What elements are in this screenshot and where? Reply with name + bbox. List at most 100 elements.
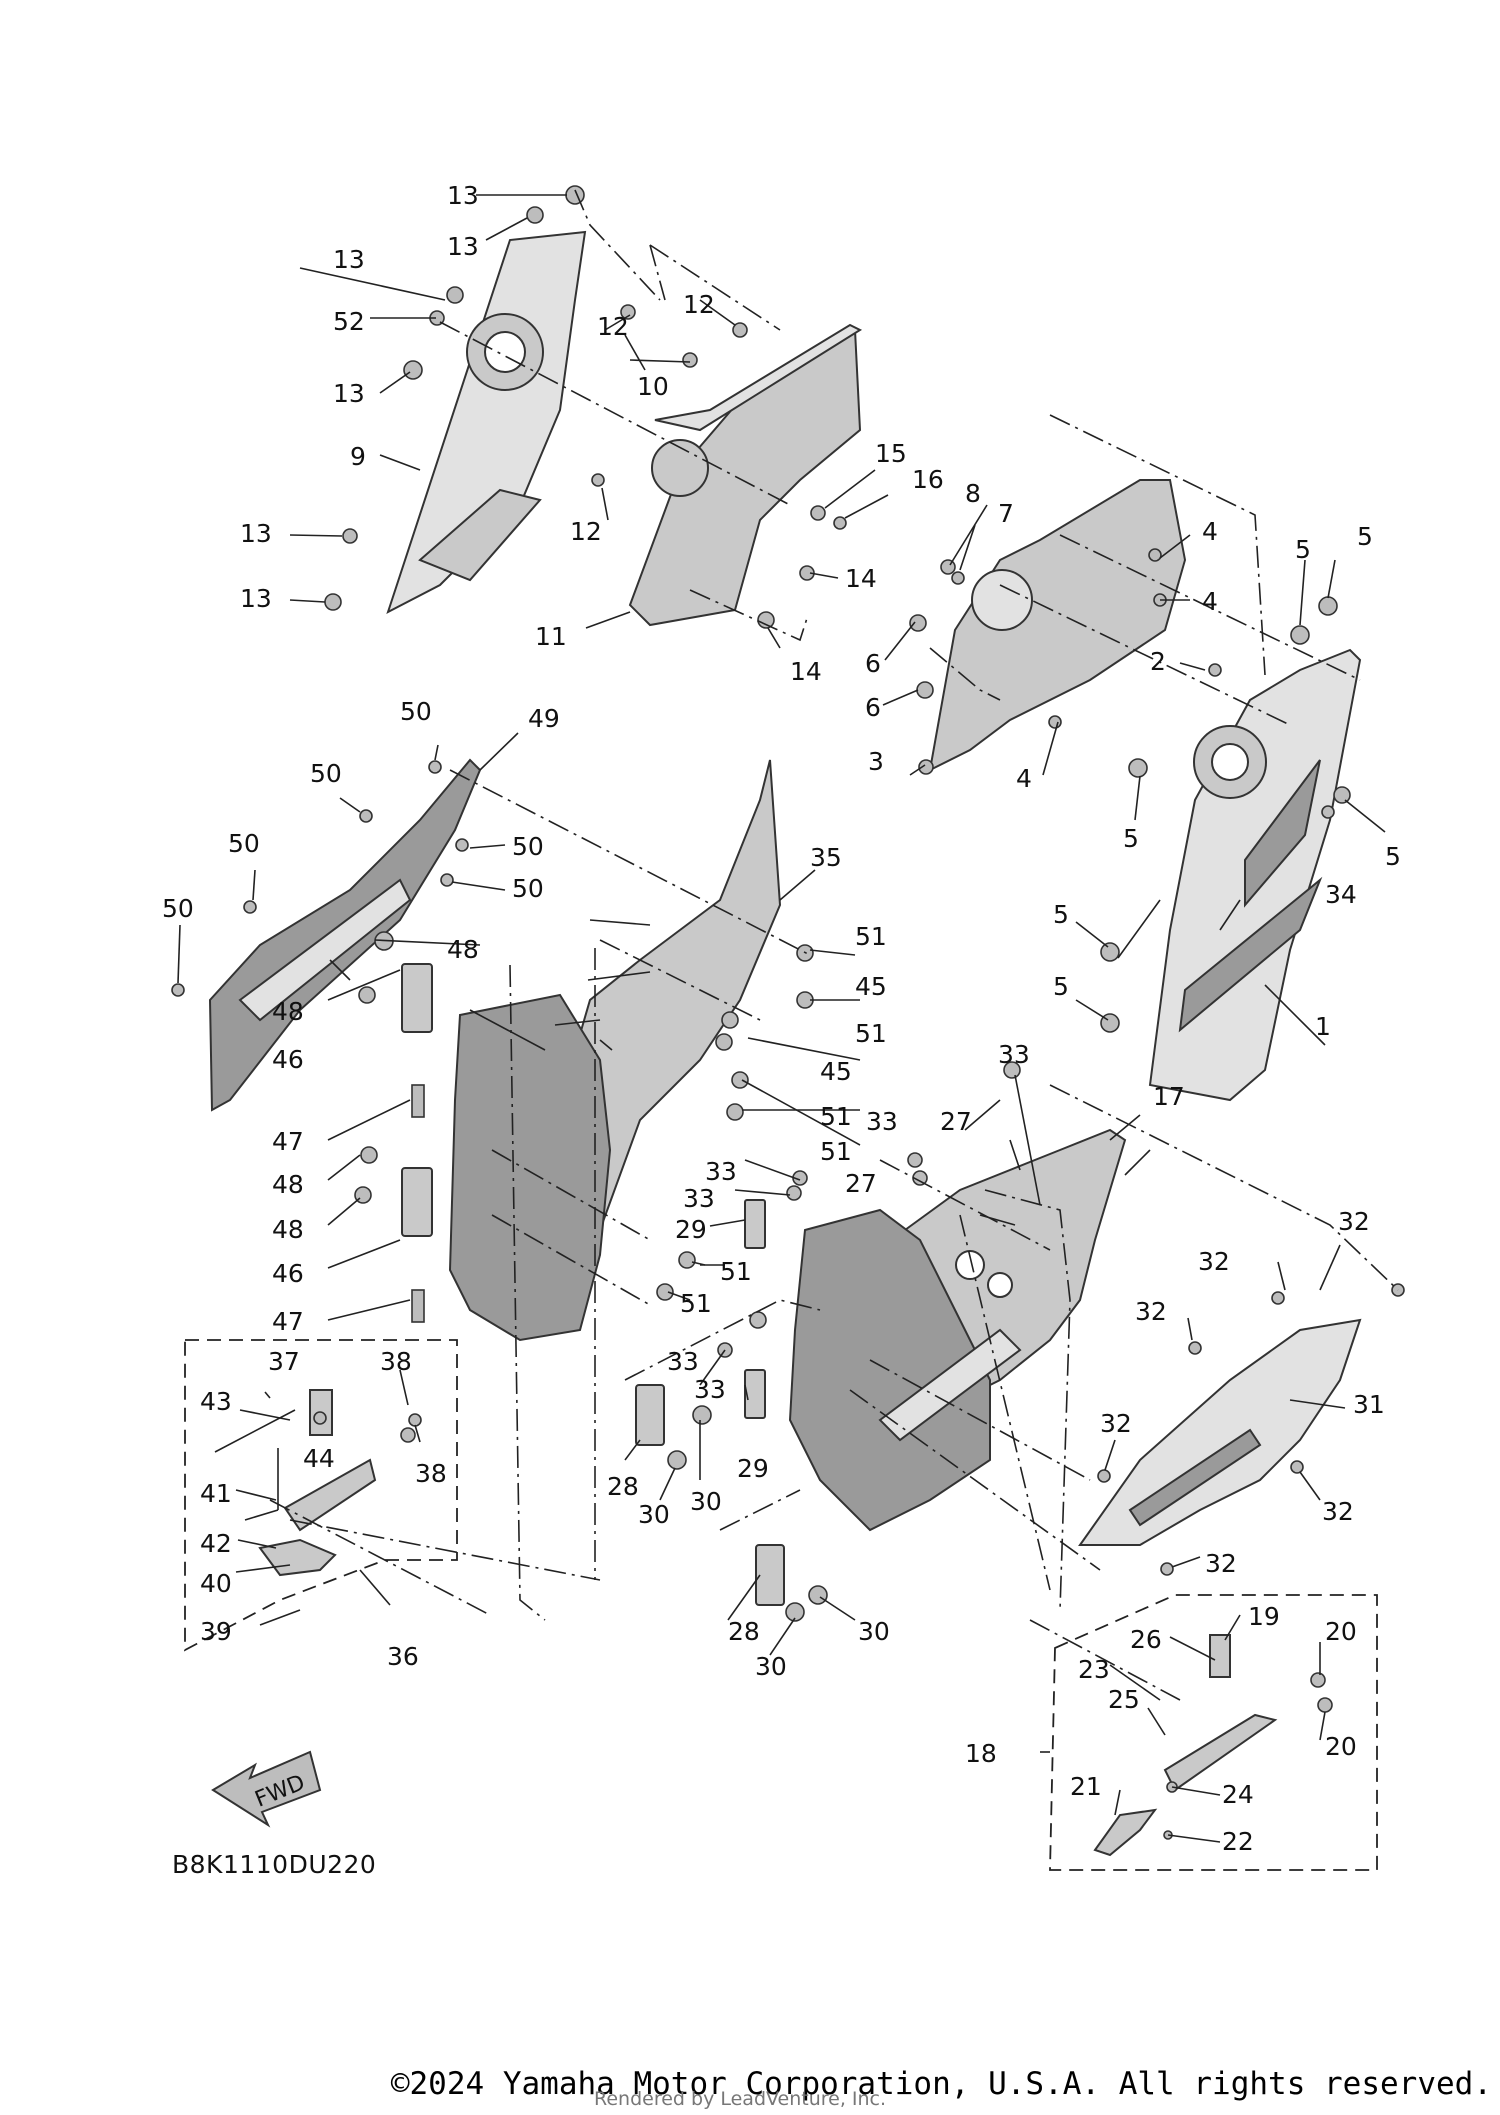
callout-50: 50 <box>228 829 260 858</box>
callout-46: 46 <box>272 1259 304 1288</box>
callout-21: 21 <box>1070 1772 1102 1801</box>
panel-group-mid-left <box>208 758 782 1342</box>
callout-2: 2 <box>1150 647 1166 676</box>
callout-37: 37 <box>268 1347 300 1376</box>
callout-16: 16 <box>912 465 944 494</box>
callout-23: 23 <box>1078 1655 1110 1684</box>
callout-13: 13 <box>333 379 365 408</box>
copyright-notice: ©2024 Yamaha Motor Corporation, U.S.A. A… <box>390 2066 1492 2102</box>
callout-32: 32 <box>1100 1409 1132 1438</box>
callout-numbers: 13 13 13 52 13 9 13 13 12 12 10 12 11 15… <box>162 181 1401 1856</box>
callout-48: 48 <box>272 1170 304 1199</box>
reference-lines <box>269 189 1399 1701</box>
callout-50: 50 <box>512 874 544 903</box>
callout-5: 5 <box>1357 522 1373 551</box>
assembly-box-36 <box>184 1339 458 1652</box>
callout-19: 19 <box>1248 1602 1280 1631</box>
callout-13: 13 <box>447 232 479 261</box>
callout-4: 4 <box>1016 764 1032 793</box>
callout-42: 42 <box>200 1529 232 1558</box>
callout-50: 50 <box>162 894 194 923</box>
callout-38: 38 <box>380 1347 412 1376</box>
latch-assembly-36 <box>214 1389 422 1577</box>
callout-29: 29 <box>737 1454 769 1483</box>
callout-51: 51 <box>680 1289 712 1318</box>
callout-22: 22 <box>1222 1827 1254 1856</box>
callout-10: 10 <box>637 372 669 401</box>
callout-50: 50 <box>310 759 342 788</box>
callout-7: 7 <box>998 499 1014 528</box>
callout-40: 40 <box>200 1569 232 1598</box>
callout-9: 9 <box>350 442 366 471</box>
callout-39: 39 <box>200 1617 232 1646</box>
callout-32: 32 <box>1135 1297 1167 1326</box>
callout-33: 33 <box>866 1107 898 1136</box>
callout-34: 34 <box>1325 880 1357 909</box>
callout-33: 33 <box>683 1184 715 1213</box>
callout-24: 24 <box>1222 1780 1254 1809</box>
callout-13: 13 <box>333 245 365 274</box>
callout-33: 33 <box>694 1375 726 1404</box>
callout-14: 14 <box>790 657 822 686</box>
fasteners <box>171 185 1405 1622</box>
callout-12: 12 <box>597 312 629 341</box>
callout-28: 28 <box>607 1472 639 1501</box>
callout-18: 18 <box>965 1739 997 1768</box>
diagram-code: B8K1110DU220 <box>172 1850 377 1879</box>
callout-51: 51 <box>820 1137 852 1166</box>
callout-5: 5 <box>1123 824 1139 853</box>
panel-group-top-left <box>386 230 863 627</box>
callout-5: 5 <box>1385 842 1401 871</box>
callout-5: 5 <box>1053 972 1069 1001</box>
callout-51: 51 <box>855 922 887 951</box>
callout-47: 47 <box>272 1127 304 1156</box>
callout-11: 11 <box>535 622 567 651</box>
callout-25: 25 <box>1108 1685 1140 1714</box>
callout-15: 15 <box>875 439 907 468</box>
callout-45: 45 <box>820 1057 852 1086</box>
callout-13: 13 <box>240 519 272 548</box>
callout-52: 52 <box>333 307 365 336</box>
callout-6: 6 <box>865 693 881 722</box>
callout-6: 6 <box>865 649 881 678</box>
callout-44: 44 <box>303 1444 335 1473</box>
callout-30: 30 <box>690 1487 722 1516</box>
callout-33: 33 <box>998 1040 1030 1069</box>
callout-33: 33 <box>705 1157 737 1186</box>
callout-51: 51 <box>855 1019 887 1048</box>
watermark: Rendered by LeadVenture, Inc. <box>594 2088 887 2110</box>
callout-13: 13 <box>447 181 479 210</box>
callout-32: 32 <box>1205 1549 1237 1578</box>
callout-36: 36 <box>387 1642 419 1671</box>
callout-50: 50 <box>512 832 544 861</box>
callout-5: 5 <box>1053 900 1069 929</box>
callout-28: 28 <box>728 1617 760 1646</box>
callout-35: 35 <box>810 843 842 872</box>
callout-32: 32 <box>1338 1207 1370 1236</box>
callout-3: 3 <box>868 747 884 776</box>
callout-30: 30 <box>858 1617 890 1646</box>
callout-5: 5 <box>1295 535 1311 564</box>
callout-43: 43 <box>200 1387 232 1416</box>
callout-8: 8 <box>965 479 981 508</box>
callout-12: 12 <box>570 517 602 546</box>
callout-51: 51 <box>720 1257 752 1286</box>
panel-group-top-right <box>928 479 1362 1102</box>
callout-17: 17 <box>1153 1082 1185 1111</box>
callout-47: 47 <box>272 1307 304 1336</box>
callout-51: 51 <box>820 1102 852 1131</box>
callout-48: 48 <box>447 935 479 964</box>
callout-32: 32 <box>1322 1497 1354 1526</box>
callout-48: 48 <box>272 997 304 1026</box>
latch-assembly-18 <box>1093 1634 1333 1857</box>
callout-46: 46 <box>272 1045 304 1074</box>
callout-45: 45 <box>855 972 887 1001</box>
callout-29: 29 <box>675 1215 707 1244</box>
callout-31: 31 <box>1353 1390 1385 1419</box>
assembly-box-18 <box>1049 1594 1378 1871</box>
callout-1: 1 <box>1315 1012 1331 1041</box>
callout-4: 4 <box>1202 587 1218 616</box>
callout-48: 48 <box>272 1215 304 1244</box>
callout-27: 27 <box>845 1169 877 1198</box>
